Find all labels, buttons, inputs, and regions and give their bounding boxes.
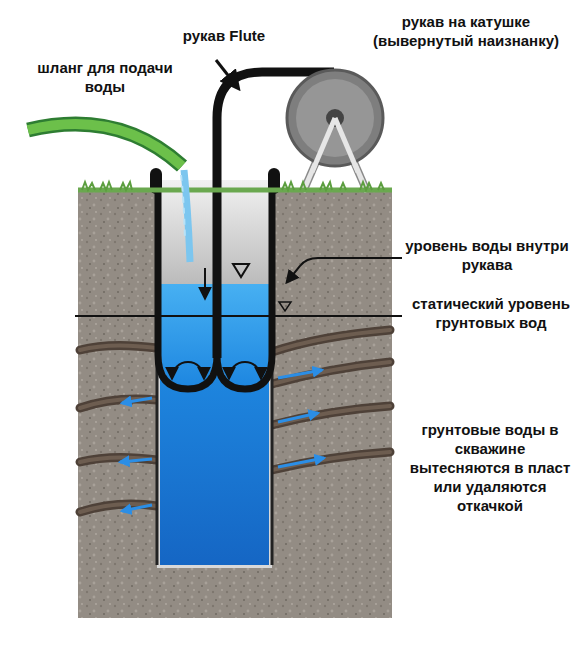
fracture-band bbox=[80, 399, 157, 408]
reel-stand bbox=[312, 118, 335, 172]
flow-direction-arrow bbox=[204, 268, 206, 298]
water-hose bbox=[28, 124, 182, 166]
fracture-band bbox=[80, 399, 157, 408]
fracture-band bbox=[80, 345, 157, 350]
flow-arrow bbox=[122, 398, 152, 403]
fracture-band bbox=[80, 345, 157, 350]
borehole-water bbox=[160, 375, 269, 565]
annotation-label: грунтовые воды в скважине вытесняются в … bbox=[405, 420, 575, 515]
flow-arrow bbox=[120, 459, 152, 462]
fracture-band bbox=[272, 406, 390, 425]
eversion-arrow bbox=[172, 362, 204, 378]
annotation-label: рукав Flute bbox=[168, 26, 280, 45]
annotation-label: шланг для подачи воды bbox=[30, 58, 180, 96]
water-level-symbol bbox=[279, 302, 291, 311]
annotation-label: статический уровень грунтовых вод bbox=[400, 294, 582, 332]
fracture-band bbox=[80, 457, 157, 462]
water-hose bbox=[28, 124, 182, 166]
water-stream bbox=[184, 170, 190, 262]
fracture-band bbox=[272, 452, 390, 470]
reel-stand bbox=[335, 118, 358, 172]
fracture-band bbox=[80, 504, 157, 512]
eversion-arrow bbox=[229, 362, 261, 378]
flow-arrow bbox=[278, 458, 324, 467]
leader-arrow bbox=[287, 258, 402, 282]
flow-arrow bbox=[122, 505, 152, 511]
fracture-band bbox=[272, 362, 390, 384]
fracture-band bbox=[272, 330, 390, 352]
fracture-band bbox=[272, 362, 390, 384]
fracture-band bbox=[272, 330, 390, 352]
water-stream bbox=[181, 175, 185, 240]
flow-arrow bbox=[278, 413, 318, 422]
fracture-band bbox=[80, 457, 157, 462]
leader-arrow bbox=[216, 60, 238, 88]
annotation-label: уровень воды внутри рукава bbox=[402, 236, 572, 274]
static-level-line bbox=[75, 315, 402, 317]
fracture-band bbox=[272, 452, 390, 470]
water-level-symbol bbox=[233, 264, 249, 277]
grass bbox=[82, 182, 384, 190]
fracture-band bbox=[80, 504, 157, 512]
flow-arrow bbox=[278, 370, 322, 378]
fracture-band bbox=[272, 406, 390, 425]
annotation-label: рукав на катушке (вывернутый наизнанку) bbox=[352, 12, 580, 50]
